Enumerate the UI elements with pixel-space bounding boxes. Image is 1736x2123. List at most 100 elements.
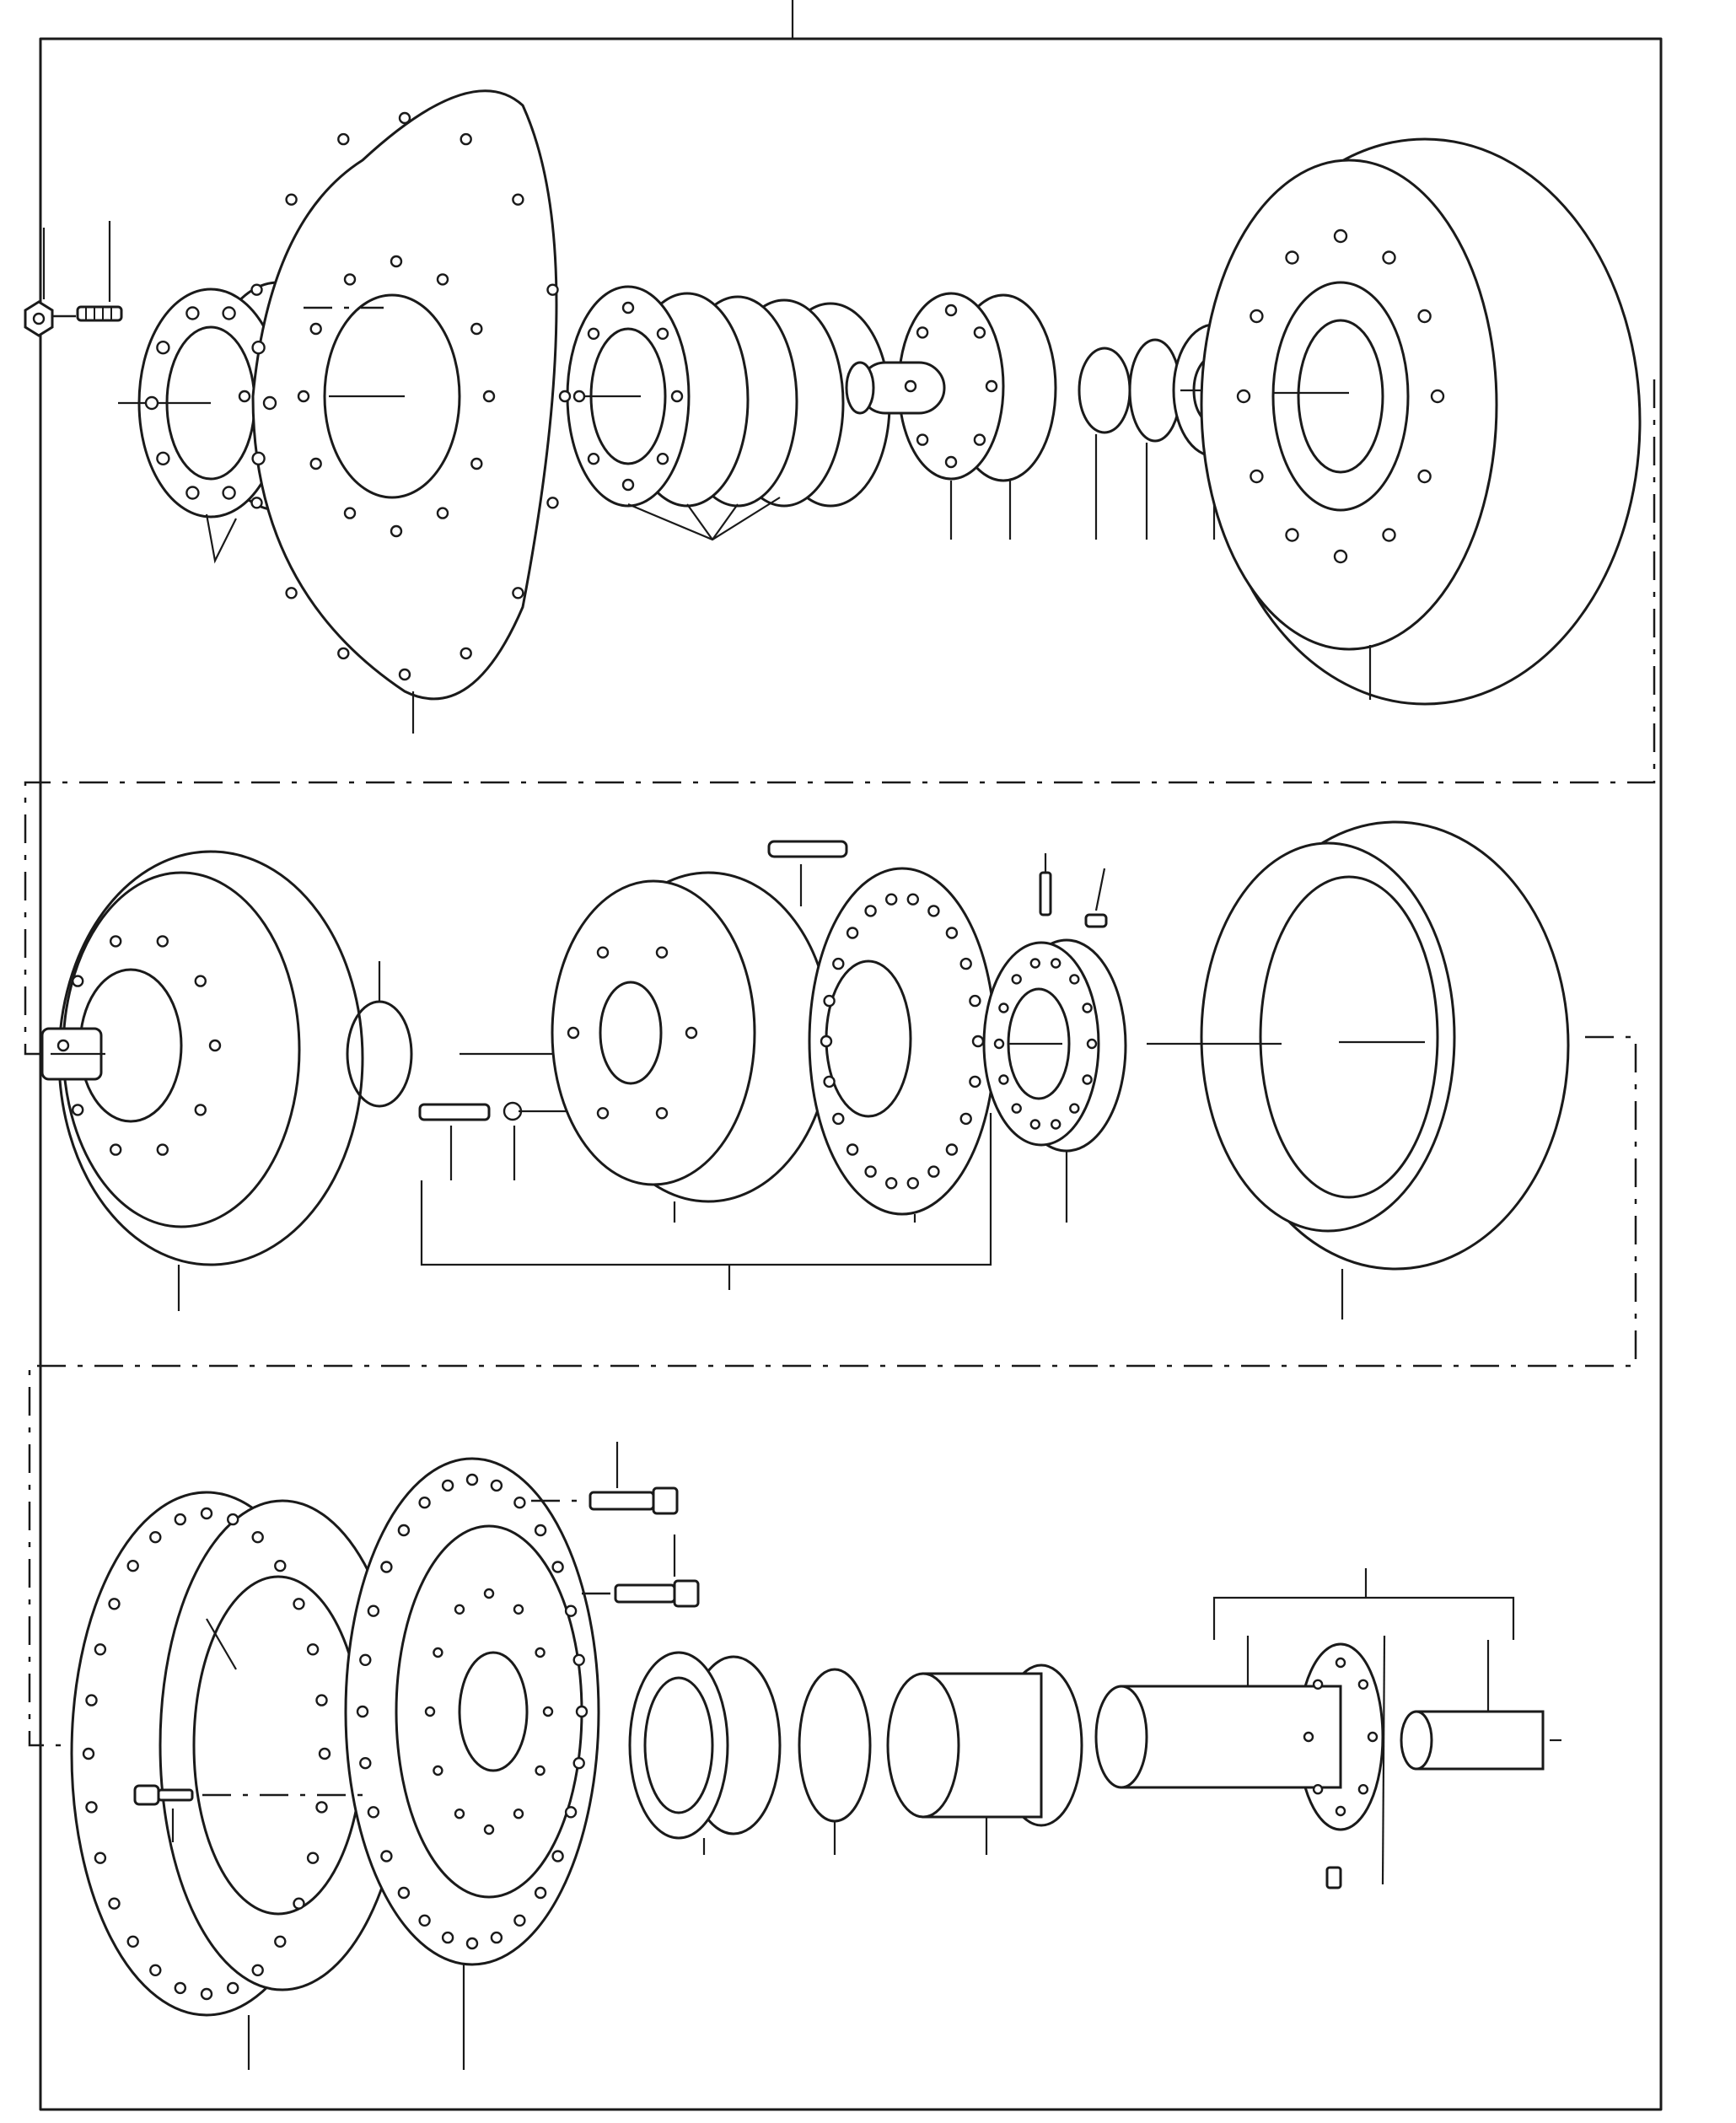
bolt-hole xyxy=(587,327,600,340)
bolt-hole xyxy=(85,1801,98,1814)
bolt-hole xyxy=(108,1598,121,1610)
bolt-hole xyxy=(222,486,236,500)
bolt-hole xyxy=(587,453,600,465)
bolt-hole xyxy=(200,1507,213,1520)
bolt-hole xyxy=(465,1937,479,1950)
bolt-hole xyxy=(621,301,635,314)
bolt-hole xyxy=(343,507,357,519)
bolt-hole xyxy=(1029,958,1041,969)
bottom-bracket xyxy=(1212,1596,1515,1640)
bolt-hole xyxy=(1069,974,1080,985)
bolt-hole xyxy=(1417,469,1432,484)
hub xyxy=(845,292,1057,540)
bolt-hole xyxy=(969,1075,981,1088)
bolt-hole xyxy=(200,1987,213,2001)
bolt-hole xyxy=(558,390,572,403)
middle-row xyxy=(40,820,1570,1319)
bolt-hole xyxy=(398,668,411,681)
sleeve xyxy=(886,1663,1083,1855)
bolt-hole xyxy=(156,1143,169,1156)
bushing xyxy=(1400,1640,1561,1771)
bolt-hole xyxy=(424,1706,436,1717)
bolt-hole xyxy=(832,957,845,970)
bolt-hole xyxy=(1335,1657,1346,1669)
bolt-hole xyxy=(513,1808,524,1819)
shaft xyxy=(1094,1635,1386,1889)
bolt-hole xyxy=(572,1653,585,1667)
middle-bracket xyxy=(420,1113,992,1266)
bolt-hole xyxy=(567,1026,580,1040)
bolt-hole xyxy=(85,1694,98,1706)
bolt-hole xyxy=(293,1598,305,1610)
pin xyxy=(767,840,848,906)
bolt-hole xyxy=(512,193,524,206)
bolt-hole xyxy=(846,1143,859,1156)
bolt-hole xyxy=(1082,1074,1093,1085)
disc-stack xyxy=(566,285,891,541)
bolt-hole xyxy=(185,306,200,320)
bolt-hole xyxy=(945,927,959,939)
bolt-hole xyxy=(1069,1103,1080,1114)
bolt-hole xyxy=(998,1074,1009,1085)
nut xyxy=(24,228,54,337)
bolt-hole xyxy=(944,304,958,317)
bolt-hole xyxy=(1011,974,1022,985)
bolt-hole xyxy=(470,457,483,470)
bolt-hole xyxy=(542,1706,554,1717)
ring-flange xyxy=(70,1491,406,2070)
bolt-hole xyxy=(185,486,200,500)
bolt-hole xyxy=(1285,528,1299,542)
bolt-hole xyxy=(575,1705,589,1718)
bolt-hole xyxy=(436,507,449,519)
bolt-hole xyxy=(959,957,972,970)
bolt-hole xyxy=(482,390,496,403)
bolt-hole xyxy=(1050,958,1061,969)
bolt-hole xyxy=(149,1964,162,1977)
flex-plate xyxy=(251,89,558,734)
lower-bolt xyxy=(582,1534,700,1608)
bolt-hole xyxy=(108,1897,121,1910)
bolt-hole xyxy=(832,1112,845,1126)
bolt-hole xyxy=(156,341,170,355)
bolt-hole xyxy=(250,497,263,509)
bolt-hole xyxy=(1086,1038,1098,1050)
cover-inner-holes xyxy=(424,1588,554,1835)
bolt-hole xyxy=(380,1561,393,1573)
bolt-hole xyxy=(1250,469,1264,484)
bolt-hole xyxy=(126,1935,139,1948)
bolt-hole xyxy=(1367,1731,1379,1743)
bolt-hole xyxy=(1312,1679,1324,1690)
bolt-hole xyxy=(251,341,266,355)
stator-holes xyxy=(567,946,698,1120)
bolt-hole xyxy=(906,1177,920,1190)
bolt-hole xyxy=(656,453,669,465)
bolt-hole xyxy=(367,1806,380,1819)
bolt-hole xyxy=(174,1513,187,1526)
bolt-hole xyxy=(227,1513,239,1526)
bolt-hole xyxy=(109,935,122,948)
shim xyxy=(798,1668,872,1855)
bolt-hole xyxy=(1357,1783,1369,1795)
bolt-hole xyxy=(823,994,836,1008)
bolt-hole xyxy=(297,390,310,403)
bolt-hole xyxy=(916,433,929,446)
bottom-bearing xyxy=(628,1651,782,1855)
bolt-hole xyxy=(945,1143,959,1156)
bolt-hole xyxy=(109,1143,122,1156)
bolt-hole xyxy=(454,1808,465,1819)
small-bolt xyxy=(1039,853,1052,916)
bolt-hole xyxy=(343,273,357,286)
bolt-hole xyxy=(846,927,859,939)
bolt-hole xyxy=(596,1107,610,1120)
bolt-hole xyxy=(904,379,917,393)
bolt-hole xyxy=(356,1705,369,1718)
bolt-hole xyxy=(454,1604,465,1615)
bolt xyxy=(52,221,123,322)
bolt-hole xyxy=(513,1496,526,1509)
bolt-hole xyxy=(390,255,403,268)
bolt-hole xyxy=(670,390,684,403)
bolt-hole xyxy=(418,1496,431,1509)
bolt-hole xyxy=(470,322,483,336)
washer xyxy=(503,1101,582,1180)
